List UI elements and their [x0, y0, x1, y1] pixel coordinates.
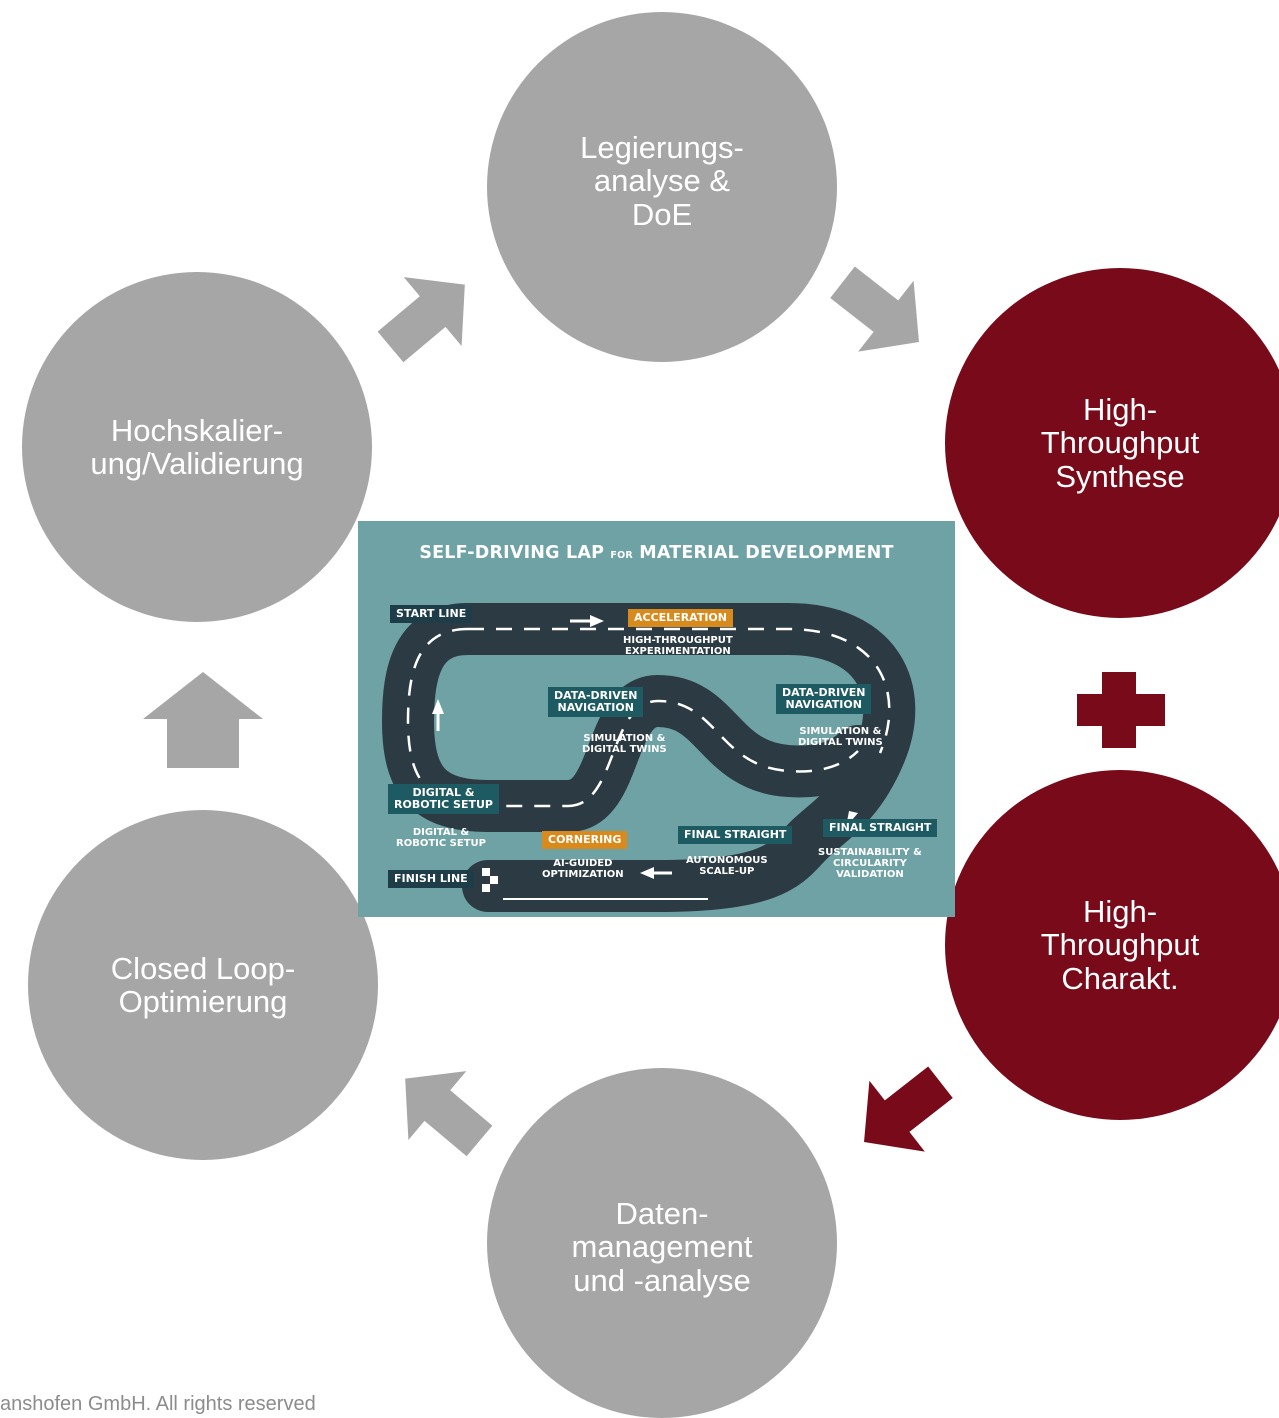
arrow-up-left	[405, 1071, 493, 1157]
step-hochskalierung: Hochskalier- ung/Validierung	[22, 272, 372, 622]
cornering-label: CORNERING	[542, 831, 628, 849]
cornering-sub: AI-GUIDED OPTIMIZATION	[542, 858, 624, 880]
acceleration-label: ACCELERATION	[628, 609, 733, 627]
step-label: Legierungs- analyse & DoE	[580, 129, 744, 232]
simulation-right-sub: SIMULATION & DIGITAL TWINS	[798, 726, 883, 748]
data-driven-nav-right: DATA-DRIVEN NAVIGATION	[776, 684, 872, 714]
step-label: High- Throughput Synthese	[1040, 391, 1200, 494]
race-track	[381, 603, 916, 912]
data-driven-nav-left: DATA-DRIVEN NAVIGATION	[548, 687, 644, 717]
step-synthese: High- Throughput Synthese	[945, 268, 1279, 618]
final-straight-right-sub: SUSTAINABILITY & CIRCULARITY VALIDATION	[818, 847, 922, 880]
finish-line-label: FINISH LINE	[388, 870, 474, 888]
digital-robotic-setup-label: DIGITAL & ROBOTIC SETUP	[388, 784, 499, 814]
step-label: Daten- management und -analyse	[571, 1195, 753, 1298]
arrow-down-left-red	[864, 1066, 953, 1152]
step-label: Closed Loop- Optimierung	[110, 950, 296, 1019]
final-straight-mid-label: FINAL STRAIGHT	[678, 826, 793, 844]
step-label: High- Throughput Charakt.	[1040, 893, 1200, 996]
step-charakterisierung: High- Throughput Charakt.	[945, 770, 1279, 1120]
step-legierungsanalyse: Legierungs- analyse & DoE	[487, 12, 837, 362]
self-driving-lap-illustration: SELF-DRIVING LAP FOR MATERIAL DEVELOPMEN…	[358, 521, 955, 917]
acceleration-sub: HIGH-THROUGHPUT EXPERIMENTATION	[623, 635, 733, 657]
illustration-title: SELF-DRIVING LAP FOR MATERIAL DEVELOPMEN…	[419, 543, 894, 563]
arrow-down-right	[830, 266, 919, 352]
copyright-footer: anshofen GmbH. All rights reserved	[0, 1393, 316, 1415]
arrow-up	[143, 672, 263, 768]
final-straight-mid-sub: AUTONOMOUS SCALE-UP	[686, 855, 768, 877]
step-label: Hochskalier- ung/Validierung	[90, 412, 304, 481]
step-datenmanagement: Daten- management und -analyse	[487, 1068, 837, 1418]
start-line-label: START LINE	[390, 605, 473, 623]
final-straight-right-label: FINAL STRAIGHT	[823, 819, 938, 837]
simulation-left-sub: SIMULATION & DIGITAL TWINS	[582, 733, 667, 755]
step-closed-loop: Closed Loop- Optimierung	[28, 810, 378, 1160]
arrow-up-right	[377, 277, 465, 363]
plus-icon	[1077, 672, 1165, 748]
digital-robotic-setup-sub: DIGITAL & ROBOTIC SETUP	[396, 827, 486, 849]
